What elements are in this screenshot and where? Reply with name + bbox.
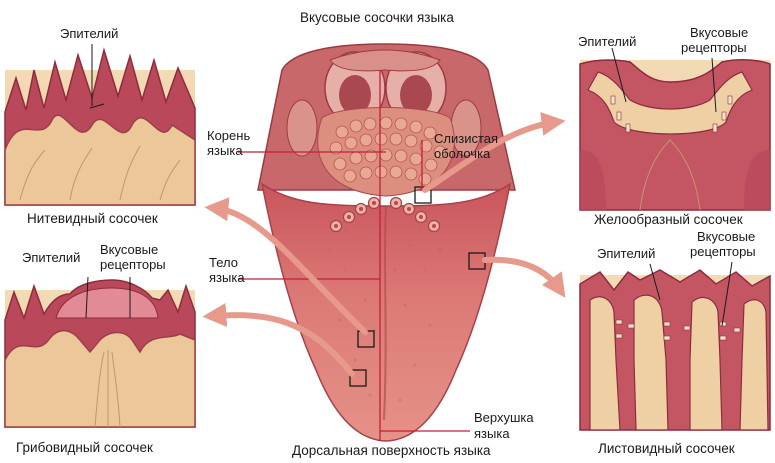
vallate-panel: [580, 48, 770, 210]
diagram-title: Вкусовые сосочки языка: [300, 11, 454, 25]
mucosa-label-line2: оболочка: [434, 147, 490, 161]
filiform-panel: [5, 44, 195, 205]
fungiform-caption: Грибовидный сосочек: [16, 441, 153, 455]
body-label-line1: Тело: [209, 256, 238, 270]
fungiform-epithelium-label: Эпителий: [22, 251, 80, 265]
tongue-illustration: [258, 44, 515, 441]
tip-label-line2: языка: [474, 427, 510, 441]
vallate-epithelium-label: Эпителий: [578, 35, 636, 49]
mucosa-label-line1: Слизистая: [434, 132, 498, 146]
dorsal-surface-caption: Дорсальная поверхность языка: [292, 444, 491, 458]
vallate-receptors-line1: Вкусовые: [690, 26, 748, 40]
tip-label-line1: Верхушка: [474, 411, 534, 425]
foliate-epithelium-label: Эпителий: [597, 247, 655, 261]
foliate-caption: Листовидный сосочек: [598, 442, 735, 456]
foliate-panel: [580, 262, 770, 430]
foliate-receptors-line1: Вкусовые: [697, 230, 755, 244]
vallate-caption: Желообразный сосочек: [594, 213, 743, 227]
fungiform-receptors-line2: рецепторы: [100, 258, 166, 272]
fungiform-panel: [5, 277, 195, 427]
vallate-receptors-line2: рецепторы: [681, 41, 747, 55]
root-label-line2: языка: [207, 144, 243, 158]
filiform-caption: Нитевидный сосочек: [27, 212, 158, 226]
foliate-receptors-line2: рецепторы: [690, 245, 756, 259]
body-label-line2: языка: [209, 271, 245, 285]
fungiform-receptors-line1: Вкусовые: [100, 243, 158, 257]
root-label-line1: Корень: [207, 129, 250, 143]
filiform-epithelium-label: Эпителий: [60, 27, 118, 41]
